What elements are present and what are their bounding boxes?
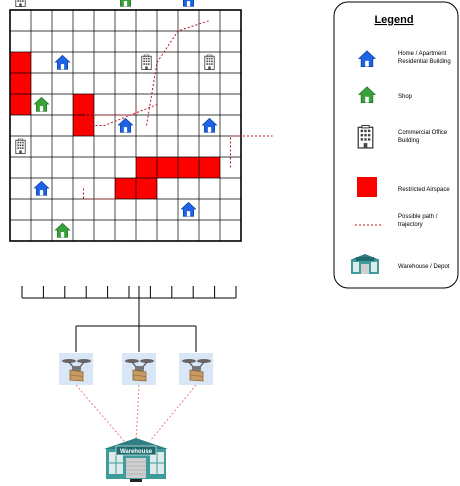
drone-icon <box>179 353 213 385</box>
legend: Legend Home / Apartment Residential Buil… <box>334 2 458 288</box>
link-line <box>136 385 139 441</box>
distribution-tree <box>22 286 236 352</box>
warehouse-icon: Warehouse <box>104 438 168 482</box>
shop-icon <box>118 0 132 6</box>
restricted-airspace-cell <box>115 178 136 199</box>
drone-icon <box>59 353 93 385</box>
legend-label-shop: Shop <box>398 94 413 100</box>
restricted-airspace-cell <box>178 157 199 178</box>
legend-box <box>334 2 458 288</box>
legend-label-restricted: Restricted Airspace <box>398 187 450 193</box>
drones <box>59 353 213 385</box>
restricted-airspace-swatch <box>357 177 377 197</box>
legend-label-warehouse: Warehouse / Depot <box>398 264 450 270</box>
office-icon <box>16 139 25 154</box>
office-icon <box>16 0 25 7</box>
restricted-airspace-cell <box>10 73 31 94</box>
drone-icon <box>122 353 156 385</box>
restricted-airspace-cell <box>73 94 94 115</box>
restricted-airspace-cell <box>136 178 157 199</box>
link-line <box>150 385 196 441</box>
restricted-airspace-cell <box>10 94 31 115</box>
restricted-airspace-cell <box>157 157 178 178</box>
restricted-airspace-cell <box>136 157 157 178</box>
restricted-airspace-cell <box>10 52 31 73</box>
office-icon <box>205 55 214 70</box>
link-line <box>76 385 124 441</box>
drone-warehouse-links <box>76 385 196 441</box>
office-icon <box>142 55 151 70</box>
warehouse-sign: Warehouse <box>120 449 153 455</box>
restricted-airspace-cell <box>199 157 220 178</box>
city-grid <box>10 0 273 241</box>
ground-bar-ticks <box>22 286 236 298</box>
home-icon <box>181 0 195 6</box>
office-icon <box>358 125 373 147</box>
legend-title: Legend <box>374 14 413 26</box>
